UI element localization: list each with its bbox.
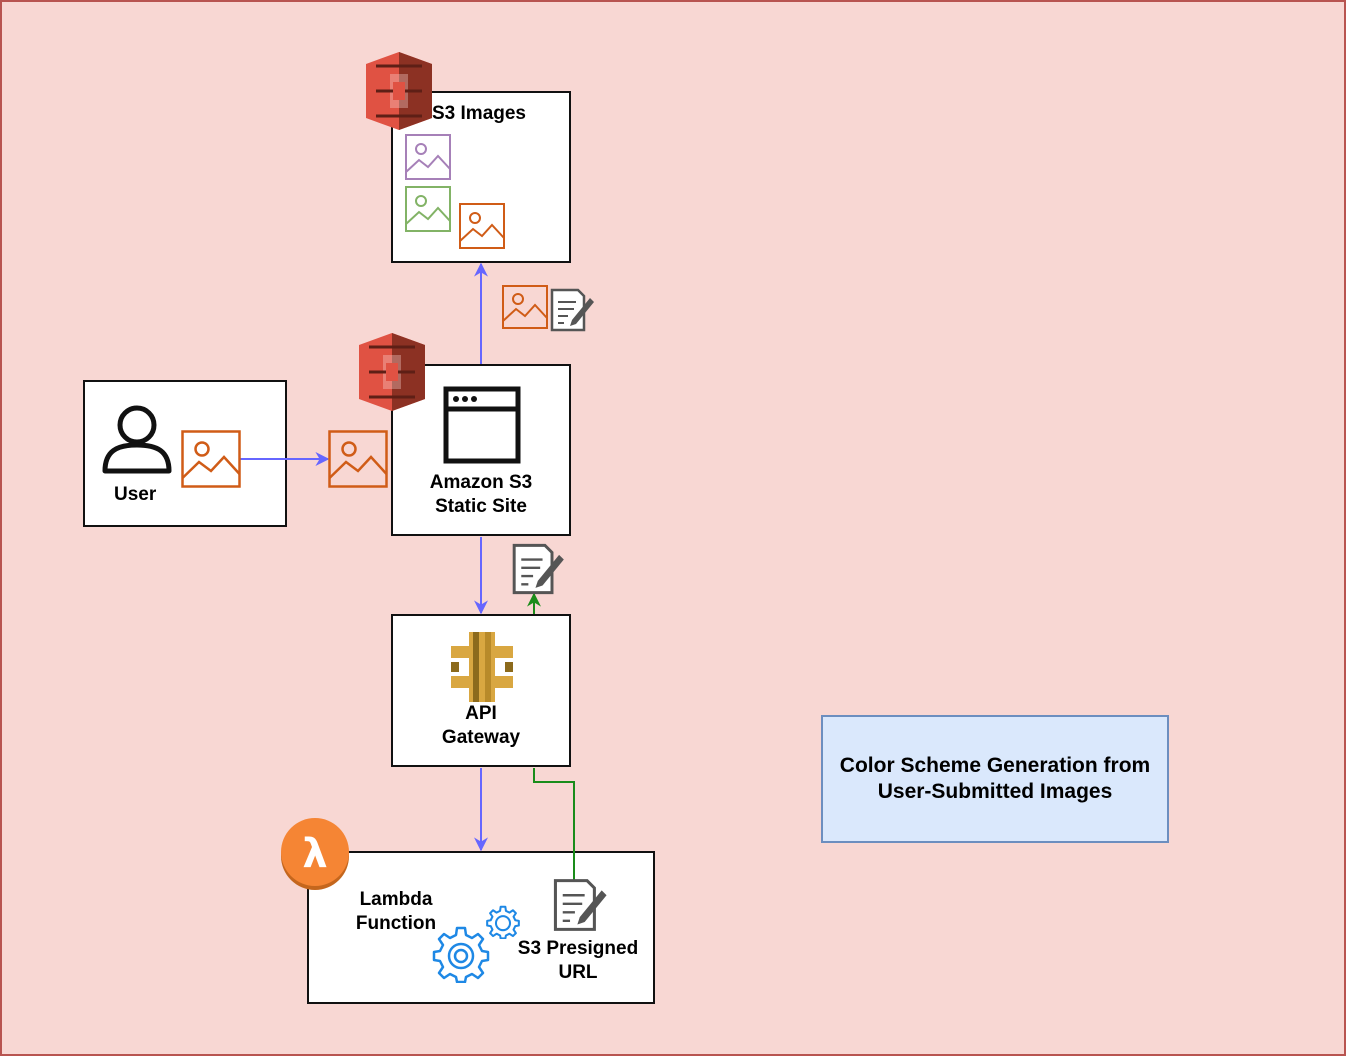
lambda-label-line1: Lambda — [359, 889, 433, 910]
api-gateway-label: API Gateway — [391, 702, 571, 750]
image-icon — [181, 430, 241, 488]
signed-document-icon — [550, 288, 594, 332]
gear-icon — [486, 905, 520, 939]
signed-document-icon — [512, 543, 564, 595]
lambda-icon: λ — [281, 818, 349, 890]
s3-bucket-icon — [366, 52, 432, 130]
image-icon-purple — [405, 134, 451, 180]
lambda-label-line2: Function — [355, 913, 437, 934]
title-note-line2: User-Submitted Images — [877, 780, 1113, 803]
s3-bucket-icon — [359, 333, 425, 411]
svg-text:λ: λ — [302, 831, 327, 877]
api-gateway-label-line2: Gateway — [441, 727, 521, 748]
static-site-label: Amazon S3 Static Site — [391, 471, 571, 519]
browser-window-icon — [443, 386, 521, 464]
lambda-function-label: Lambda Function — [348, 888, 444, 936]
user-label: User — [114, 484, 157, 505]
image-icon — [328, 430, 388, 488]
user-icon — [102, 405, 172, 474]
signed-document-icon — [553, 879, 607, 931]
user-node — [83, 380, 287, 527]
diagram-title-note: Color Scheme Generation from User-Submit… — [821, 715, 1169, 843]
image-icon — [502, 285, 548, 329]
api-gateway-label-line1: API — [465, 703, 497, 724]
presigned-label-line2: URL — [558, 962, 598, 983]
api-gateway-icon — [451, 632, 513, 702]
s3-images-label: S3 Images — [432, 103, 526, 124]
s3-presigned-url-label: S3 Presigned URL — [508, 937, 648, 985]
static-site-label-line2: Static Site — [435, 496, 527, 517]
edge-lambda-to-site — [533, 768, 575, 880]
gear-icon — [432, 926, 490, 983]
static-site-label-line1: Amazon S3 — [429, 472, 533, 493]
image-icon-green — [405, 186, 451, 232]
title-note-line1: Color Scheme Generation from — [839, 754, 1151, 777]
lambda-function-node — [307, 851, 655, 1004]
presigned-label-line1: S3 Presigned — [517, 938, 639, 959]
image-icon-orange — [459, 203, 505, 249]
